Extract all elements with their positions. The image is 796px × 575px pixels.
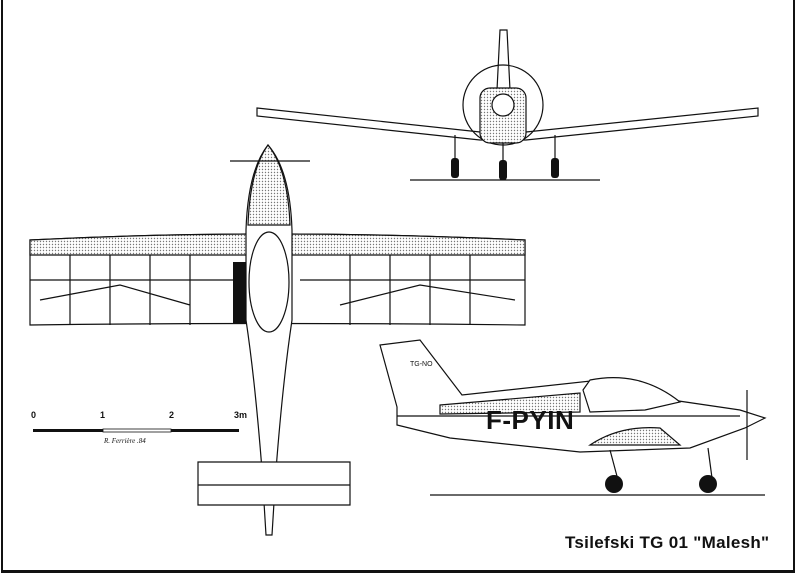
side-view-canopy (582, 377, 682, 413)
side-view (379, 339, 767, 496)
scale-bar (33, 428, 239, 433)
drawing-title: Tsilefski TG 01 "Malesh" (565, 533, 770, 552)
scale-tick-1: 1 (100, 410, 106, 420)
top-view-canopy (248, 231, 290, 333)
front-view-gear-and-ground (410, 135, 600, 181)
scale-tick-3: 3m (234, 410, 248, 420)
tail-marking: TG-NO (410, 361, 433, 368)
registration-marking: F-PYIN (486, 405, 575, 435)
side-view-main-wheel (605, 475, 623, 493)
top-view-tailplane (197, 461, 351, 506)
author-signature: R. Ferrière .84 (104, 437, 146, 445)
side-view-wing-root (588, 427, 682, 446)
top-view-prop-and-elevator (198, 160, 350, 486)
top-view (29, 144, 526, 536)
top-view-control-surfaces (30, 255, 525, 325)
side-view-shaded-panel (439, 392, 581, 415)
top-view-wing-panel-dark (233, 262, 247, 324)
side-view-nose-wheel (699, 475, 717, 493)
front-view-spinner (491, 93, 515, 117)
front-view-wheels (451, 158, 559, 180)
side-view-details (397, 390, 765, 496)
front-view (256, 29, 759, 181)
scale-tick-0: 0 (31, 410, 37, 420)
top-view-cowling (247, 144, 291, 226)
scale-tick-2: 2 (169, 410, 175, 420)
front-view-fin (496, 29, 511, 91)
